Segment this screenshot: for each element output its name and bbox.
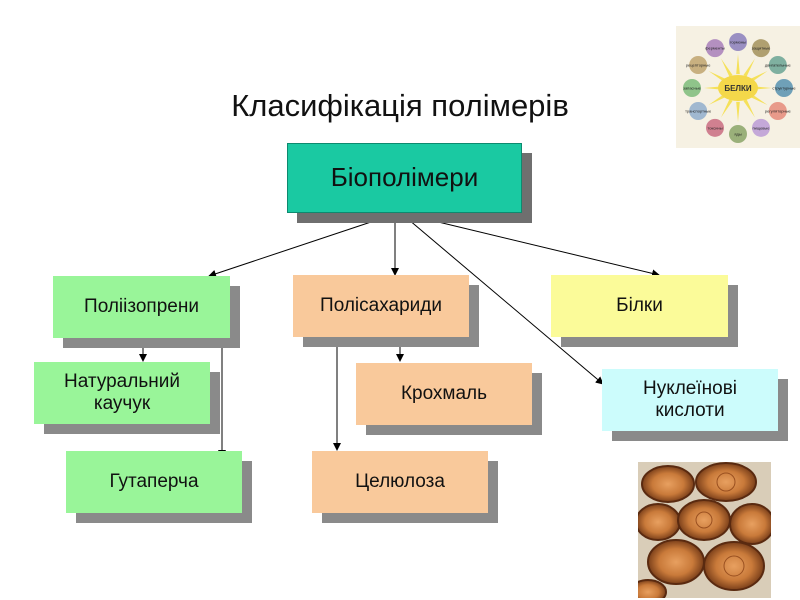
function-label: запасные (683, 86, 702, 91)
proteins-center-label: БЕЛКИ (724, 84, 752, 93)
function-label: защитные (752, 46, 772, 51)
sun-ray (749, 71, 768, 83)
sun-ray (708, 93, 727, 105)
function-label: структурные (772, 86, 796, 91)
function-circle (689, 56, 708, 74)
function-circle (729, 125, 747, 143)
function-circle (752, 118, 770, 137)
item-gutta-percha: Гутаперча (66, 451, 242, 513)
function-label: двигательные (765, 63, 792, 68)
sun-ray (743, 99, 755, 118)
function-label: транспортные (685, 109, 712, 114)
arrow-root-polyisoprenes (208, 213, 396, 278)
item-natural-rubber: Натуральний каучук (34, 362, 210, 424)
category-proteins: Білки (551, 275, 728, 337)
function-label: яды (734, 132, 742, 137)
item-cellulose: Целюлоза (312, 451, 488, 513)
item-starch: Крохмаль (356, 363, 532, 425)
wood-logs-image (638, 462, 771, 598)
arrow-root-nucleic (401, 213, 604, 385)
category-polysaccharides: Полісахариди (293, 275, 469, 337)
item-cellulose-label: Целюлоза (355, 471, 445, 493)
wood-logs-drawing (638, 462, 771, 598)
function-circle (683, 79, 701, 97)
log-7 (703, 541, 765, 591)
page-title: Класифікація полімерів (231, 88, 569, 123)
sun-ray (708, 71, 727, 83)
item-natural-rubber-label: Натуральний каучук (64, 371, 180, 414)
function-label: регуляторные (765, 109, 792, 114)
sun-ray (721, 99, 733, 118)
function-circle (689, 102, 708, 120)
sun-ray (749, 93, 768, 105)
log-1 (641, 465, 695, 503)
category-nucleic-acids: Нуклеїнові кислоти (602, 369, 778, 431)
log-4 (677, 499, 731, 541)
proteins-functions-diagram: БЕЛКИ гормоны защитные двигательные структур… (683, 33, 796, 143)
function-label: токсины (707, 125, 722, 130)
category-polysaccharides-label: Полісахариди (320, 295, 442, 317)
function-circle (752, 39, 770, 58)
function-circle (775, 79, 793, 97)
sun-core (718, 75, 758, 101)
sun-ray (736, 54, 740, 75)
function-label: пищевые (752, 125, 770, 130)
function-circle (768, 56, 787, 74)
function-label: рецепторные (686, 63, 711, 68)
category-nucleic-label: Нуклеїнові кислоти (642, 378, 738, 421)
category-proteins-label: Білки (616, 295, 663, 317)
function-circle (768, 102, 787, 120)
arrow-root-proteins (429, 219, 660, 278)
function-circle (706, 39, 724, 58)
log-6 (647, 539, 705, 585)
function-label: ферменты (705, 46, 725, 51)
sun-ray (736, 101, 740, 122)
category-polyisoprenes: Поліізопрени (53, 276, 230, 338)
log-2 (695, 462, 757, 502)
sun-ray (721, 58, 733, 77)
function-circle (706, 118, 724, 137)
root-node-biopolymers: Біополімери (287, 143, 522, 213)
log-8 (638, 579, 667, 598)
log-3 (638, 503, 681, 541)
proteins-functions-image: БЕЛКИ гормоны защитные двигательные структур… (676, 26, 800, 148)
log-5 (729, 503, 771, 545)
item-starch-label: Крохмаль (400, 383, 488, 405)
category-polyisoprenes-label: Поліізопрени (84, 296, 199, 318)
function-label: гормоны (730, 40, 746, 45)
sun-ray (743, 58, 755, 77)
item-gutta-percha-label: Гутаперча (109, 471, 199, 493)
function-circle (729, 33, 747, 51)
root-node-label: Біополімери (330, 162, 479, 193)
